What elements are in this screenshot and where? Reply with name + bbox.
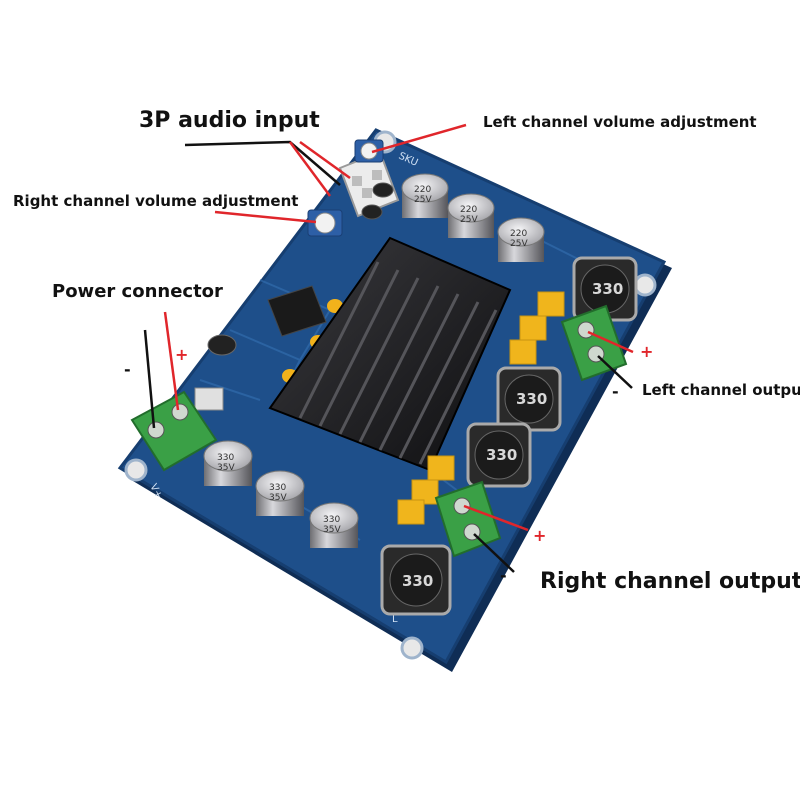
capacitor: 330 35V: [203, 440, 253, 486]
label-left-volume: Left channel volume adjustment: [483, 113, 757, 131]
sign-power-plus: +: [175, 345, 189, 364]
svg-text:330: 330: [592, 280, 623, 298]
svg-text:220: 220: [510, 229, 527, 239]
svg-text:330: 330: [323, 515, 340, 525]
corner-mark: L: [392, 614, 398, 625]
sign-left-minus: -: [612, 382, 619, 401]
inductor: 330: [496, 366, 562, 432]
leader-left-plus: [587, 330, 634, 354]
leader-lines: [143, 123, 634, 573]
svg-text:330: 330: [217, 453, 234, 463]
capacitor: 330 35V: [309, 502, 359, 548]
svg-text:35V: 35V: [269, 493, 287, 503]
inductors: 330 330 330 330: [380, 256, 638, 616]
capacitor-row-top: 220 25V 220 25V 220 25V: [401, 173, 545, 262]
svg-text:330: 330: [402, 572, 433, 590]
capacitor: 330 35V: [255, 470, 305, 516]
label-right-output: Right channel output: [540, 569, 800, 594]
capacitor: 220 25V: [497, 217, 545, 262]
svg-text:25V: 25V: [460, 215, 478, 225]
mount-hole: [400, 636, 424, 660]
heatsink: [268, 236, 512, 472]
svg-text:330: 330: [486, 446, 517, 464]
capacitor: 220 25V: [401, 173, 449, 218]
capacitor: 220 25V: [447, 193, 495, 238]
leader-left-volume: [371, 123, 467, 154]
leader-right-volume: [214, 210, 317, 224]
label-left-output: Left channel output: [642, 381, 800, 399]
leader-right-plus: [463, 504, 529, 532]
label-power-connector: Power connector: [52, 281, 223, 302]
svg-text:220: 220: [414, 185, 431, 195]
leader-power-minus: [143, 329, 156, 429]
leader-left-minus: [597, 355, 633, 389]
svg-text:220: 220: [460, 205, 477, 215]
svg-text:35V: 35V: [323, 525, 341, 535]
right-output-terminal: [434, 480, 502, 558]
small-capacitors: [207, 182, 394, 356]
inductor: 330: [572, 256, 638, 322]
right-volume-pot: [307, 209, 343, 237]
sign-left-plus: +: [640, 342, 654, 361]
mount-hole: [633, 273, 657, 297]
leader-right-minus: [473, 533, 515, 573]
inductor: 330: [466, 422, 532, 488]
mount-hole: [124, 458, 148, 482]
sign-right-plus: +: [533, 526, 547, 545]
sign-right-minus: -: [500, 566, 507, 585]
leader-audio-input: [299, 140, 351, 180]
inductor: 330: [380, 544, 452, 616]
sign-power-minus: -: [124, 360, 131, 379]
amplifier-chip: [267, 285, 327, 337]
leader-power-plus: [163, 311, 180, 411]
left-volume-pot: [354, 139, 384, 163]
leader-audio-input: [288, 141, 332, 197]
label-audio-input: 3P audio input: [139, 108, 320, 133]
power-diode: [194, 387, 224, 411]
film-capacitors: [397, 291, 565, 525]
svg-text:330: 330: [269, 483, 286, 493]
label-right-volume: Right channel volume adjustment: [13, 192, 299, 210]
svg-text:25V: 25V: [510, 239, 528, 249]
capacitor-row-bottom: 330 35V 330 35V 330 35V: [203, 440, 359, 548]
svg-text:25V: 25V: [414, 195, 432, 205]
svg-text:35V: 35V: [217, 463, 235, 473]
svg-text:330: 330: [516, 390, 547, 408]
